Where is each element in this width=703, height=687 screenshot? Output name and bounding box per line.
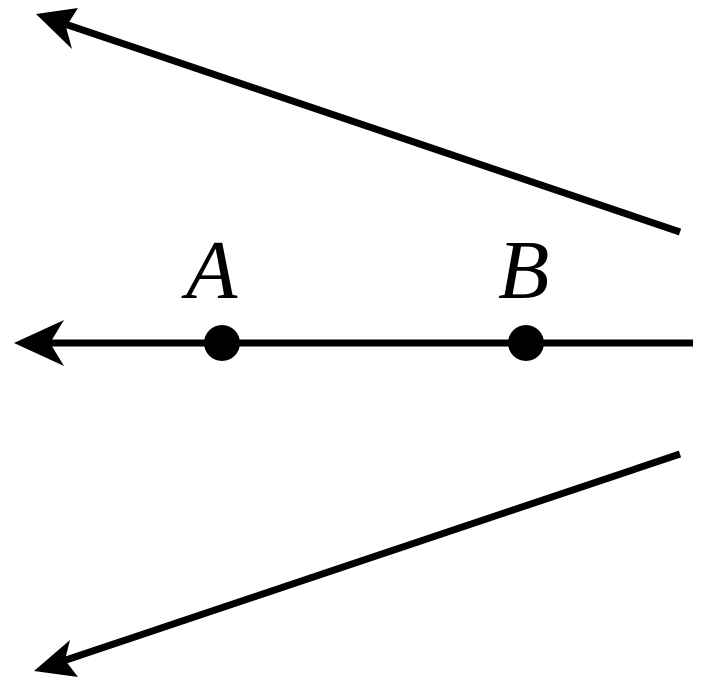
lower-ray-arrowhead bbox=[34, 640, 78, 677]
point-a-label: A bbox=[181, 224, 238, 317]
lower-ray bbox=[58, 450, 682, 666]
point-a bbox=[204, 325, 240, 361]
upper-ray-arrowhead bbox=[36, 8, 78, 49]
middle-ray-arrowhead bbox=[14, 320, 64, 366]
upper-ray bbox=[60, 19, 682, 236]
point-b bbox=[508, 325, 544, 361]
point-b-label: B bbox=[498, 224, 549, 317]
